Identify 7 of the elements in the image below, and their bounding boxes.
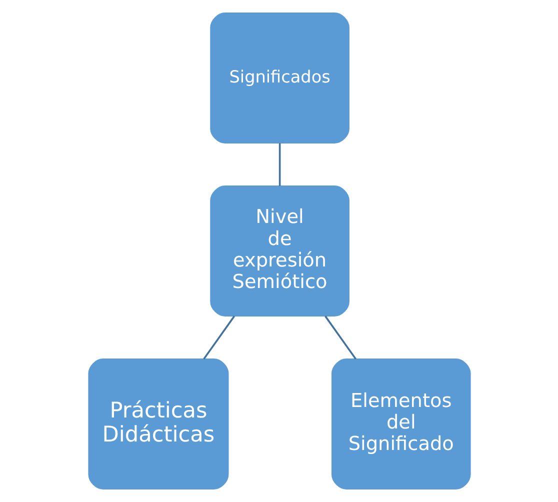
- node-box: Significados: [210, 12, 349, 144]
- connector: [324, 316, 356, 360]
- node-box: Nivel de expresión Semiótico: [210, 186, 349, 316]
- connector: [278, 143, 280, 186]
- node-box: Prácticas Didácticas: [88, 358, 228, 490]
- node-box: Elementos del Significado: [330, 358, 470, 490]
- connector: [202, 316, 234, 360]
